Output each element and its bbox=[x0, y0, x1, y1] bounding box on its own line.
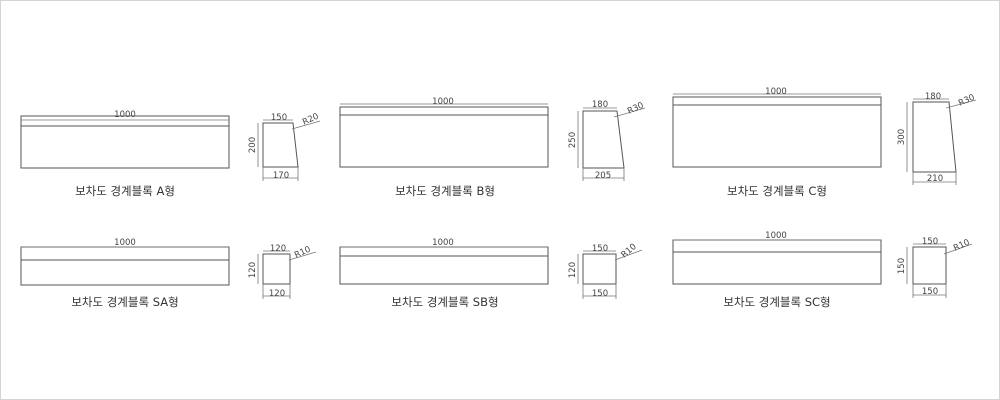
block-sc-bottom-label: 150 bbox=[922, 287, 938, 297]
block-sc-radius-label: R10 bbox=[952, 238, 971, 254]
block-sc: 1000 보차도 경계블록 SC형 150 150 150 R10 bbox=[672, 231, 973, 309]
block-c-section-outline bbox=[912, 101, 957, 173]
block-c-top-label: 180 bbox=[925, 92, 941, 102]
block-sc-side-view: 1000 bbox=[672, 231, 882, 285]
block-sc-length-label: 1000 bbox=[765, 231, 787, 241]
block-a-caption: 보차도 경계블록 A형 bbox=[75, 184, 175, 198]
block-sb-side-outline bbox=[339, 246, 549, 285]
block-a-bottom-label: 170 bbox=[273, 171, 289, 181]
block-sa-length-label: 1000 bbox=[114, 238, 136, 248]
block-sc-height-label: 150 bbox=[897, 258, 907, 274]
block-sa-radius-label: R10 bbox=[293, 245, 312, 261]
block-sb-section-view: 150 150 120 R10 bbox=[568, 242, 643, 299]
block-sa-caption: 보차도 경계블록 SA형 bbox=[71, 295, 178, 309]
block-b: 1000 보차도 경계블록 B형 180 205 250 R30 bbox=[339, 97, 645, 198]
block-b-side-view: 1000 bbox=[339, 97, 549, 168]
block-b-height-label: 250 bbox=[568, 132, 578, 148]
block-a-side-view: 1000 bbox=[20, 110, 230, 169]
block-sb-caption: 보차도 경계블록 SB형 bbox=[391, 295, 498, 309]
block-c-section-view: 180 210 300 R30 bbox=[897, 92, 976, 185]
block-c-length-label: 1000 bbox=[765, 87, 787, 97]
block-sb-radius-label: R10 bbox=[620, 242, 639, 260]
block-sa: 1000 보차도 경계블록 SA형 120 120 120 R10 bbox=[20, 238, 317, 309]
block-b-length-label: 1000 bbox=[432, 97, 454, 107]
block-sb-section-outline bbox=[582, 253, 617, 285]
block-sa-height-label: 120 bbox=[248, 262, 258, 278]
block-c-radius-label: R30 bbox=[957, 93, 976, 109]
block-a-length-label: 1000 bbox=[114, 110, 136, 120]
block-b-top-label: 180 bbox=[592, 100, 608, 110]
block-sa-section-outline bbox=[262, 253, 291, 285]
block-a-top-label: 150 bbox=[271, 113, 287, 123]
block-c-side-view: 1000 bbox=[672, 87, 882, 168]
block-b-side-outline bbox=[339, 106, 549, 168]
block-b-radius-label: R30 bbox=[626, 101, 645, 117]
block-c: 1000 보차도 경계블록 C형 180 210 300 R30 bbox=[672, 87, 976, 198]
block-sa-top-label: 120 bbox=[270, 244, 286, 254]
block-c-height-label: 300 bbox=[897, 129, 907, 145]
block-sa-bottom-label: 120 bbox=[269, 289, 285, 299]
block-a: 1000 보차도 경계블록 A형 150 170 200 R20 bbox=[20, 110, 320, 198]
block-a-radius-leader bbox=[291, 120, 321, 130]
block-b-section-outline bbox=[582, 110, 625, 169]
block-a-height-label: 200 bbox=[248, 137, 258, 153]
block-sb-bottom-label: 150 bbox=[592, 289, 608, 299]
block-c-radius-leader bbox=[945, 99, 977, 109]
block-sb-length-label: 1000 bbox=[432, 238, 454, 248]
block-sa-section-view: 120 120 120 R10 bbox=[248, 244, 317, 299]
block-sa-side-outline bbox=[20, 246, 230, 286]
block-sc-radius-leader bbox=[943, 243, 973, 255]
block-b-bottom-label: 205 bbox=[595, 171, 611, 181]
block-sc-caption: 보차도 경계블록 SC형 bbox=[723, 295, 830, 309]
block-a-section-view: 150 170 200 R20 bbox=[248, 112, 320, 181]
block-sc-side-outline bbox=[672, 239, 882, 285]
block-sc-top-label: 150 bbox=[922, 237, 938, 247]
block-a-section-outline bbox=[262, 122, 299, 168]
block-b-radius-leader bbox=[613, 107, 646, 118]
block-c-side-outline bbox=[672, 96, 882, 168]
block-b-caption: 보차도 경계블록 B형 bbox=[395, 184, 495, 198]
block-sb: 1000 보차도 경계블록 SB형 150 150 120 R10 bbox=[339, 238, 643, 309]
block-sa-radius-leader bbox=[288, 251, 317, 261]
block-sb-top-label: 150 bbox=[592, 244, 608, 254]
block-c-caption: 보차도 경계블록 C형 bbox=[727, 184, 827, 198]
block-sb-side-view: 1000 bbox=[339, 238, 549, 285]
block-a-side-outline bbox=[20, 115, 230, 169]
block-a-radius-label: R20 bbox=[301, 112, 320, 128]
block-sc-section-outline bbox=[912, 246, 947, 285]
block-b-section-view: 180 205 250 R30 bbox=[568, 100, 645, 181]
block-sb-height-label: 120 bbox=[568, 262, 578, 278]
block-c-bottom-label: 210 bbox=[927, 174, 943, 184]
block-sb-radius-leader bbox=[614, 249, 643, 261]
block-sa-side-view: 1000 bbox=[20, 238, 230, 286]
block-sc-section-view: 150 150 150 R10 bbox=[897, 237, 973, 298]
